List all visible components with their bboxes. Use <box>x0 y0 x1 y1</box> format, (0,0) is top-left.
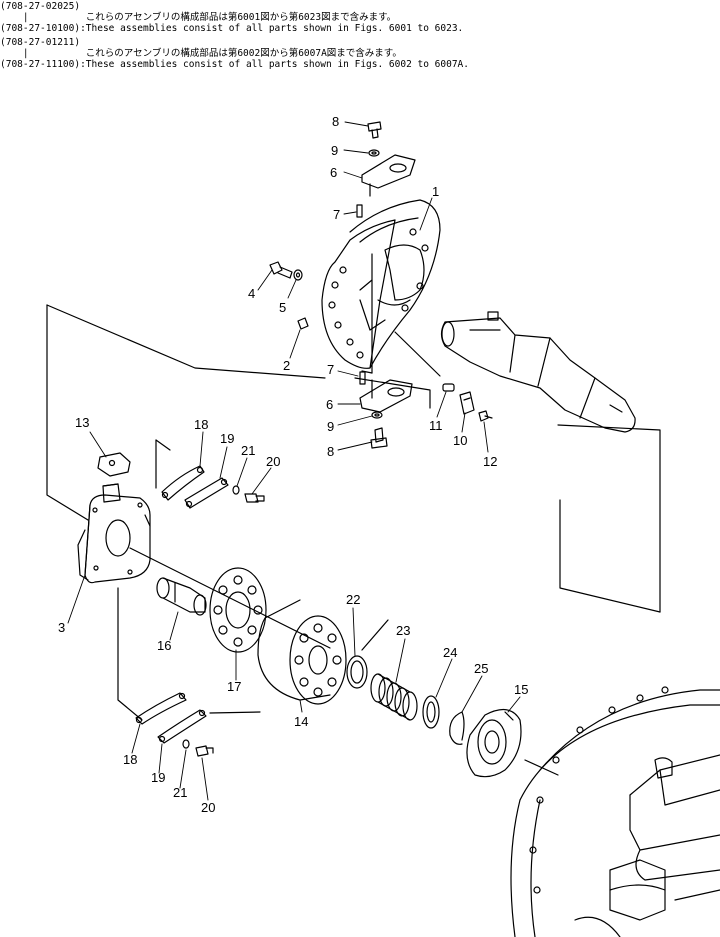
callout-18-upper: 18 <box>194 417 208 432</box>
part-7-pin-lower <box>359 371 366 385</box>
part-13-plate <box>97 452 131 477</box>
callout-4: 4 <box>248 286 255 301</box>
callout-11: 11 <box>429 418 443 433</box>
part-6-retainer-upper <box>361 154 416 197</box>
callout-9-lower: 9 <box>327 419 334 434</box>
part-11-pin <box>442 383 455 392</box>
part-17-retainer-plate <box>209 567 267 653</box>
part-6-retainer-lower <box>359 379 413 413</box>
part-4-bolt <box>269 261 293 279</box>
header-line-3: (708-27-10100):These assemblies consist … <box>0 23 464 34</box>
part-20-bolt-lower <box>195 745 214 757</box>
part-19-bracket-upper <box>184 477 229 509</box>
part-22-ring <box>346 655 368 689</box>
callout-6-upper: 6 <box>330 165 337 180</box>
callout-3: 3 <box>58 620 65 635</box>
callout-13: 13 <box>75 415 89 430</box>
part-8-bolt-lower <box>370 427 388 449</box>
header-line-2: | これらのアセンブリの構成部品は第6001図から第6023図まで含みます。 <box>0 12 397 23</box>
part-20-bolt-upper <box>244 493 265 503</box>
callout-19-lower: 19 <box>151 770 165 785</box>
callout-7-lower: 7 <box>327 362 334 377</box>
part-19-bracket-lower <box>157 709 207 744</box>
part-18-bracket-lower <box>135 692 187 725</box>
callout-18-lower: 18 <box>123 752 137 767</box>
header-line-6: (708-27-11100):These assemblies consist … <box>0 59 469 70</box>
part-8-bolt-upper <box>367 121 382 139</box>
callout-8-lower: 8 <box>327 444 334 459</box>
part-25-snap-ring <box>449 711 465 745</box>
part-3-end-cover <box>77 483 151 584</box>
callout-25: 25 <box>474 661 488 676</box>
callout-labels: 1 2 3 4 5 6 6 7 7 8 8 9 9 10 11 12 13 14… <box>58 114 528 815</box>
part-1-pump-housing <box>321 199 441 369</box>
callout-17: 17 <box>227 679 241 694</box>
callout-14: 14 <box>294 714 308 729</box>
part-9-washer-lower <box>371 411 383 419</box>
pump-body-assembly <box>510 686 720 937</box>
part-23-spring <box>370 673 418 721</box>
callout-20-lower: 20 <box>201 800 215 815</box>
part-2-plug <box>297 317 309 330</box>
callout-5: 5 <box>279 300 286 315</box>
part-14-cylinder-block <box>257 599 347 705</box>
shaft <box>440 311 636 433</box>
header-line-4: (708-27-01211) <box>0 37 81 48</box>
part-16-valve-plate-shaft <box>156 577 207 616</box>
callout-7-upper: 7 <box>333 207 340 222</box>
part-10-key <box>459 391 475 415</box>
header-line-5: | これらのアセンブリの構成部品は第6002図から第6007A図まで含みます。 <box>0 48 402 59</box>
part-21-washer-lower <box>182 739 190 749</box>
part-5-washer <box>293 269 303 281</box>
callout-6-lower: 6 <box>326 397 333 412</box>
callout-9-upper: 9 <box>331 143 338 158</box>
part-21-washer-upper <box>232 485 240 495</box>
part-9-washer-upper <box>368 149 380 157</box>
callout-10: 10 <box>453 433 467 448</box>
callout-21-upper: 21 <box>241 443 255 458</box>
leader-lines <box>67 121 521 801</box>
callout-23: 23 <box>396 623 410 638</box>
part-18-bracket-upper <box>161 465 205 501</box>
callout-24: 24 <box>443 645 457 660</box>
part-7-pin-upper <box>356 204 363 218</box>
callout-20-upper: 20 <box>266 454 280 469</box>
callout-22: 22 <box>346 592 360 607</box>
callout-19-upper: 19 <box>220 431 234 446</box>
callout-1: 1 <box>432 184 439 199</box>
part-24-washer <box>422 695 440 729</box>
callout-21-lower: 21 <box>173 785 187 800</box>
callout-12: 12 <box>483 454 497 469</box>
callout-8-upper: 8 <box>332 114 339 129</box>
part-12-screw <box>478 410 493 422</box>
callout-16: 16 <box>157 638 171 653</box>
callout-2: 2 <box>283 358 290 373</box>
part-15-swash-plate <box>466 709 522 778</box>
callout-15: 15 <box>514 682 528 697</box>
header-line-1: (708-27-02025) <box>0 1 81 12</box>
assembly-outline-lines <box>46 253 661 776</box>
